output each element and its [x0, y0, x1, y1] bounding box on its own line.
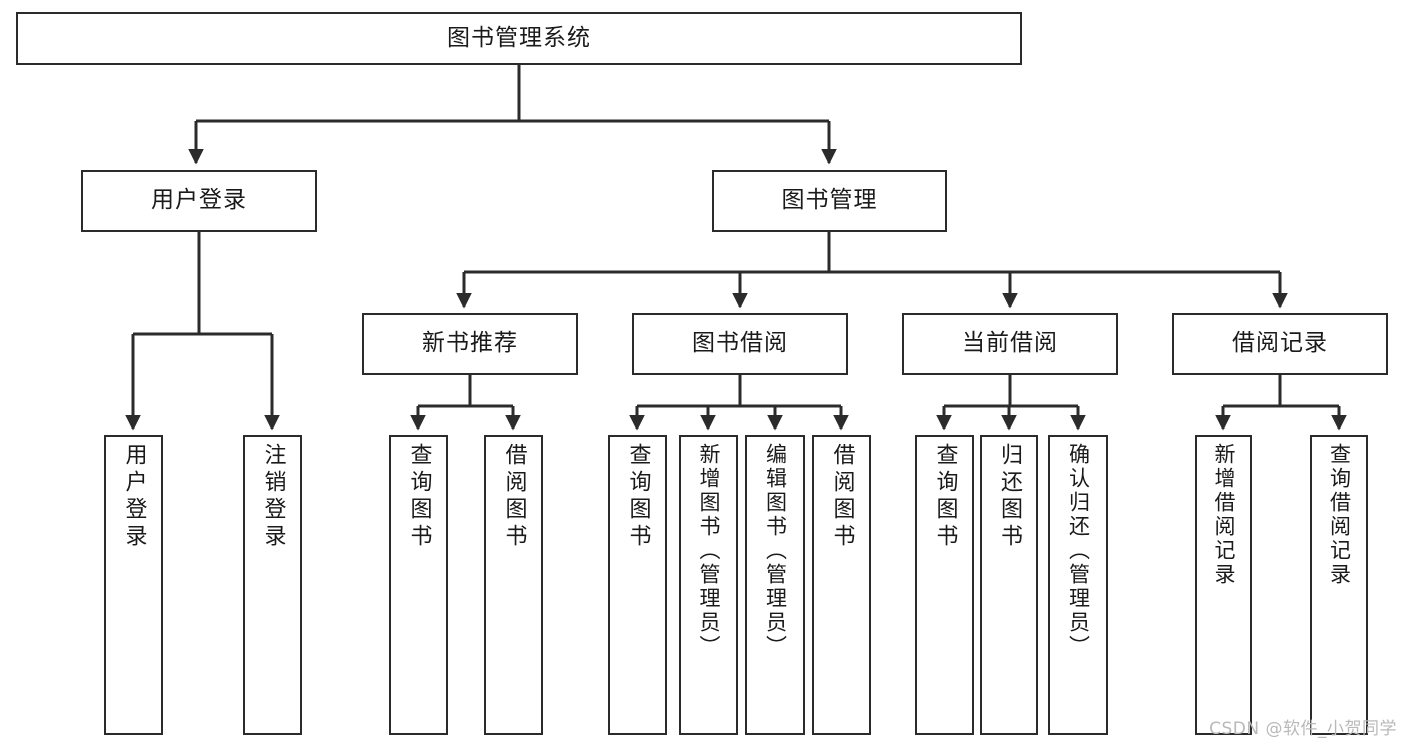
node-borrow-record-label: 借阅记录: [1232, 330, 1328, 357]
watermark: CSDN @软件_小贺同学: [1209, 719, 1397, 739]
node-leaf-user-login[interactable]: 用户登录: [104, 435, 163, 735]
node-leaf-query-book-1-label: 查询图书: [406, 443, 432, 551]
node-leaf-confirm-return-admin[interactable]: 确认归还（管理员）: [1048, 435, 1108, 735]
node-leaf-add-book-admin[interactable]: 新增图书（管理员）: [679, 435, 738, 735]
node-leaf-add-book-admin-label: 新增图书（管理员）: [697, 443, 721, 659]
node-current-borrow-label: 当前借阅: [962, 330, 1058, 357]
node-leaf-query-book-3-label: 查询图书: [932, 443, 958, 551]
node-leaf-query-book-2-label: 查询图书: [625, 443, 651, 551]
node-leaf-query-borrow-record[interactable]: 查询借阅记录: [1310, 435, 1368, 735]
node-new-book-recommend-label: 新书推荐: [422, 330, 518, 357]
node-leaf-return-book-label: 归还图书: [997, 443, 1022, 551]
node-leaf-query-borrow-record-label: 查询借阅记录: [1327, 443, 1352, 587]
node-new-book-recommend[interactable]: 新书推荐: [362, 313, 578, 375]
node-leaf-user-login-label: 用户登录: [121, 443, 147, 551]
node-leaf-add-borrow-record-label: 新增借阅记录: [1212, 443, 1236, 587]
node-leaf-user-logout[interactable]: 注销登录: [243, 435, 302, 735]
node-leaf-borrow-book-1-label: 借阅图书: [501, 443, 527, 551]
node-leaf-return-book[interactable]: 归还图书: [980, 435, 1038, 735]
node-leaf-edit-book-admin-label: 编辑图书（管理员）: [763, 443, 788, 659]
node-book-borrow[interactable]: 图书借阅: [632, 313, 848, 375]
node-leaf-borrow-book-2[interactable]: 借阅图书: [812, 435, 871, 735]
node-leaf-query-book-3[interactable]: 查询图书: [915, 435, 974, 735]
node-leaf-confirm-return-admin-label: 确认归还（管理员）: [1066, 443, 1091, 659]
node-book-manage[interactable]: 图书管理: [712, 170, 947, 232]
node-user-login[interactable]: 用户登录: [81, 170, 317, 232]
node-leaf-user-logout-label: 注销登录: [260, 443, 286, 551]
node-book-borrow-label: 图书借阅: [692, 330, 788, 357]
node-leaf-borrow-book-1[interactable]: 借阅图书: [484, 435, 543, 735]
node-root[interactable]: 图书管理系统: [16, 12, 1022, 65]
node-leaf-edit-book-admin[interactable]: 编辑图书（管理员）: [745, 435, 805, 735]
node-leaf-add-borrow-record[interactable]: 新增借阅记录: [1195, 435, 1252, 735]
node-leaf-query-book-2[interactable]: 查询图书: [608, 435, 667, 735]
node-root-label: 图书管理系统: [447, 24, 591, 51]
node-leaf-borrow-book-2-label: 借阅图书: [829, 443, 855, 551]
node-leaf-query-book-1[interactable]: 查询图书: [389, 435, 448, 735]
node-book-manage-label: 图书管理: [781, 187, 878, 214]
node-borrow-record[interactable]: 借阅记录: [1172, 313, 1388, 375]
node-current-borrow[interactable]: 当前借阅: [902, 313, 1118, 375]
node-user-login-label: 用户登录: [151, 187, 247, 214]
